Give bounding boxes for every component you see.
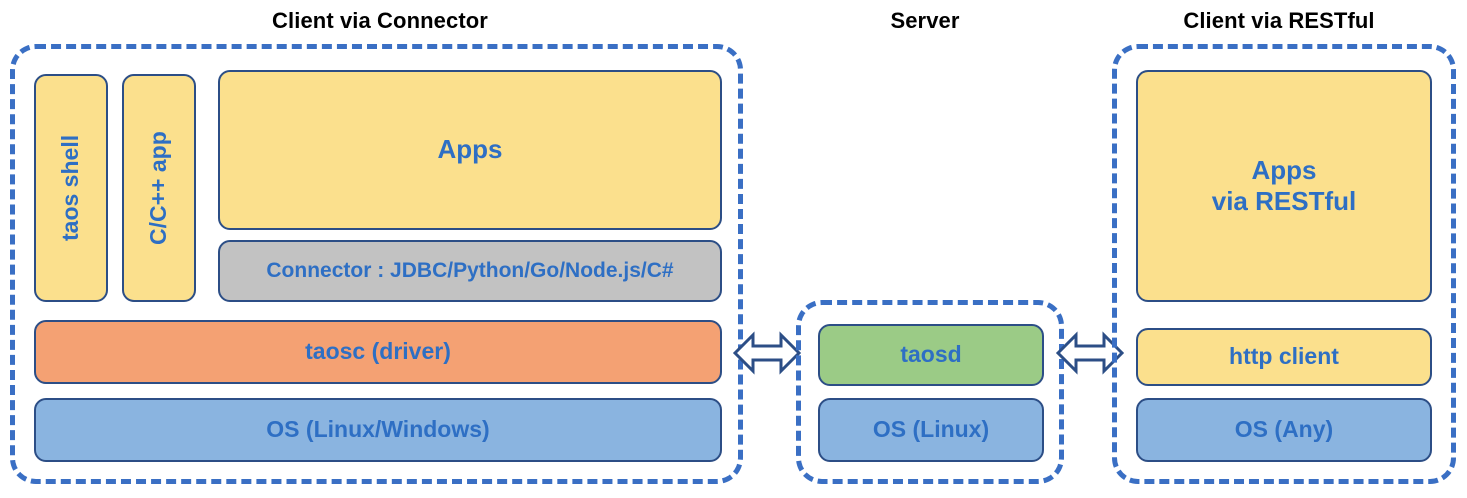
- box-taos-shell[interactable]: taos shell: [34, 74, 108, 302]
- box-os-restful[interactable]: OS (Any): [1136, 398, 1432, 462]
- box-os-server[interactable]: OS (Linux): [818, 398, 1044, 462]
- section-title-client-via-connector: Client via Connector: [272, 8, 488, 33]
- group-client-via-connector: [10, 44, 743, 484]
- section-title-server: Server: [890, 8, 960, 33]
- double-headed-arrow-icon-left: [733, 327, 801, 379]
- section-title-client-via-restful: Client via RESTful: [1183, 8, 1375, 33]
- box-apps[interactable]: Apps: [218, 70, 722, 230]
- box-http-client[interactable]: http client: [1136, 328, 1432, 386]
- box-apps-via-restful-line1: Apps: [1251, 154, 1317, 185]
- box-taosc-driver[interactable]: taosc (driver): [34, 320, 722, 384]
- box-os-client-connector[interactable]: OS (Linux/Windows): [34, 398, 722, 462]
- box-c-cpp-app[interactable]: C/C++ app: [122, 74, 196, 302]
- double-headed-arrow-icon-right: [1056, 327, 1124, 379]
- box-connector[interactable]: Connector : JDBC/Python/Go/Node.js/C#: [218, 240, 722, 302]
- box-taosd[interactable]: taosd: [818, 324, 1044, 386]
- box-apps-via-restful[interactable]: Apps via RESTful: [1136, 70, 1432, 302]
- group-client-via-restful: [1112, 44, 1456, 484]
- group-server: [796, 300, 1064, 484]
- box-apps-via-restful-line2: via RESTful: [1211, 186, 1357, 216]
